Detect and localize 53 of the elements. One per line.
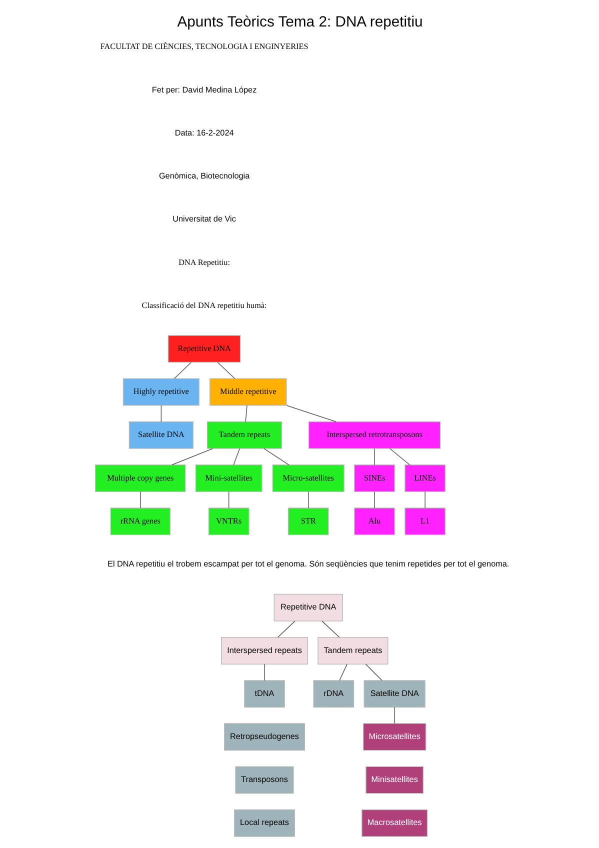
- node-box: rDNA: [312, 680, 354, 708]
- diagram-title: Apunts Teòrics Tema 2: DNA repetitiu: [176, 14, 422, 30]
- connector: [286, 405, 336, 422]
- node-box: Minisatellites: [365, 766, 424, 794]
- connector: [364, 664, 382, 681]
- node-box: Retropseudogenes: [224, 723, 305, 751]
- node-box: Micro-satellites: [272, 464, 344, 492]
- connector: [160, 405, 162, 422]
- connector: [263, 448, 289, 466]
- label: El DNA repetitiu el trobem escampat per tot el genoma. Són seqüències que tenim repetides per tot el genoma.: [107, 560, 509, 569]
- connector: [232, 448, 240, 466]
- node-box: Tandem repeats: [206, 421, 282, 449]
- node-box: Tandem repeats: [317, 636, 388, 664]
- label: Classificació del DNA repetitiu humà:: [141, 300, 266, 310]
- node-box: STR: [287, 508, 328, 536]
- connector: [228, 491, 229, 508]
- connector: [173, 362, 191, 380]
- connector: [276, 620, 295, 638]
- label: FACULTAT DE CIÈNCIES, TECNOLOGIA I ENGINYERIES: [100, 42, 308, 52]
- connector: [171, 448, 213, 466]
- node-box: Satellite DNA: [128, 421, 194, 449]
- node-box: Interspersed retrotransposons: [308, 421, 440, 449]
- node-box: SINEs: [354, 464, 394, 492]
- node-box: tDNA: [244, 680, 284, 708]
- node-box: Microsatellites: [362, 723, 426, 751]
- connector: [338, 664, 347, 681]
- connector: [216, 362, 235, 380]
- node-box: L1: [404, 508, 445, 536]
- node-box: Macrosatellites: [361, 809, 428, 837]
- node-box: LINEs: [404, 464, 445, 492]
- node-box: Highly repetitive: [122, 378, 199, 406]
- label: DNA Repetitiu:: [178, 258, 230, 267]
- node-box: Repetitive DNA: [167, 335, 240, 363]
- node-box: Interspersed repeats: [220, 636, 308, 664]
- node-box: Satellite DNA: [363, 680, 425, 708]
- node-box: Middle repetitive: [209, 378, 286, 406]
- node-box: VNTRs: [208, 508, 249, 536]
- label: Data: 16-2-2024: [174, 128, 234, 138]
- connector: [307, 491, 308, 508]
- connector: [424, 491, 425, 508]
- label: Universitat de Vic: [172, 214, 236, 224]
- connector: [244, 405, 247, 422]
- label: Fet per: David Medina López: [151, 85, 256, 94]
- connector: [321, 620, 340, 638]
- connector: [389, 448, 410, 466]
- node-box: Alu: [354, 508, 394, 536]
- node-box: rRNA genes: [110, 508, 170, 536]
- node-box: Mini-satellites: [194, 464, 262, 492]
- node-box: Transposons: [234, 766, 294, 794]
- node-box: Repetitive DNA: [273, 594, 342, 622]
- node-box: Multiple copy genes: [94, 464, 186, 492]
- label: Genòmica, Biotecnologia: [158, 172, 250, 181]
- node-box: Local repeats: [234, 809, 294, 837]
